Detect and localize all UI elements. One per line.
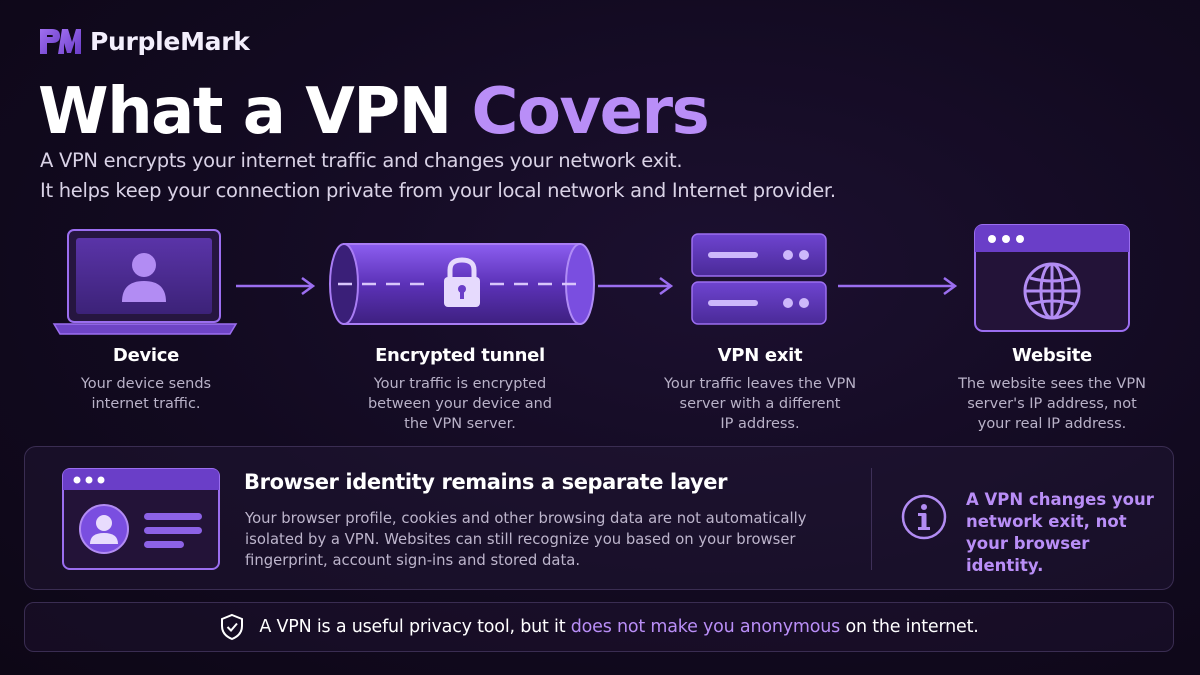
arrow-right-icon: [236, 276, 316, 296]
desc-line: server's IP address, not: [967, 396, 1137, 412]
desc-line: between your device and: [367, 396, 553, 412]
step-device: Device Your device sends internet traffi…: [46, 345, 246, 414]
subtitle: A VPN encrypts your internet traffic and…: [40, 146, 836, 206]
desc-line: server with a different: [679, 396, 841, 412]
info-icon: [901, 494, 947, 540]
desc-line: the VPN server.: [404, 416, 516, 432]
desc-line: Your traffic leaves the VPN: [663, 376, 857, 392]
brand-name: PurpleMark: [90, 26, 250, 56]
server-icon: [691, 233, 827, 325]
desc-line: Your device sends: [80, 376, 212, 392]
footer-banner: A VPN is a useful privacy tool, but it d…: [24, 602, 1174, 652]
step-tunnel-desc: Your traffic is encrypted between your d…: [340, 374, 580, 434]
page-title: What a VPN Covers: [38, 72, 710, 152]
step-website-desc: The website sees the VPN server's IP add…: [930, 374, 1174, 434]
step-vpn-exit-desc: Your traffic leaves the VPN server with …: [640, 374, 880, 434]
subtitle-line-1: A VPN encrypts your internet traffic and…: [40, 149, 683, 172]
desc-line: The website sees the VPN: [958, 376, 1146, 392]
footer-text: A VPN is a useful privacy tool, but it d…: [259, 617, 978, 637]
browser-globe-icon: [974, 224, 1130, 332]
shield-check-icon: [221, 613, 244, 641]
subtitle-line-2: It helps keep your connection private fr…: [40, 179, 836, 202]
brand: PurpleMark: [38, 26, 250, 56]
browser-profile-icon: [62, 468, 220, 570]
panel-title: Browser identity remains a separate laye…: [244, 470, 728, 494]
step-website-title: Website: [1012, 345, 1092, 366]
page-title-part1: What a VPN: [38, 75, 472, 149]
panel-text: Your browser profile, cookies and other …: [245, 510, 807, 569]
page-title-part2: Covers: [471, 75, 709, 149]
footer-text-after: on the internet.: [840, 617, 979, 637]
step-tunnel: Encrypted tunnel Your traffic is encrypt…: [340, 345, 580, 434]
step-vpn-exit: VPN exit Your traffic leaves the VPN ser…: [640, 345, 880, 434]
desc-line: internet traffic.: [91, 396, 201, 412]
desc-line: your real IP address.: [977, 416, 1127, 432]
brand-logo-icon: [40, 29, 81, 54]
desc-line: IP address.: [720, 416, 800, 432]
tunnel-lock-icon: [329, 243, 595, 325]
panel-divider: [871, 468, 872, 570]
step-device-desc: Your device sends internet traffic.: [46, 374, 246, 414]
desc-line: Your traffic is encrypted: [373, 376, 547, 392]
arrow-right-icon: [838, 276, 958, 296]
footer-text-highlight: does not make you anonymous: [570, 617, 841, 637]
step-tunnel-title: Encrypted tunnel: [375, 345, 545, 366]
panel-note: A VPN changes your network exit, not you…: [966, 490, 1154, 575]
arrow-right-icon: [598, 276, 674, 296]
step-vpn-exit-title: VPN exit: [717, 345, 803, 366]
footer-text-before: A VPN is a useful privacy tool, but it: [259, 617, 571, 637]
laptop-user-icon: [52, 229, 238, 335]
step-device-title: Device: [112, 345, 180, 366]
step-website: Website The website sees the VPN server'…: [930, 345, 1174, 434]
